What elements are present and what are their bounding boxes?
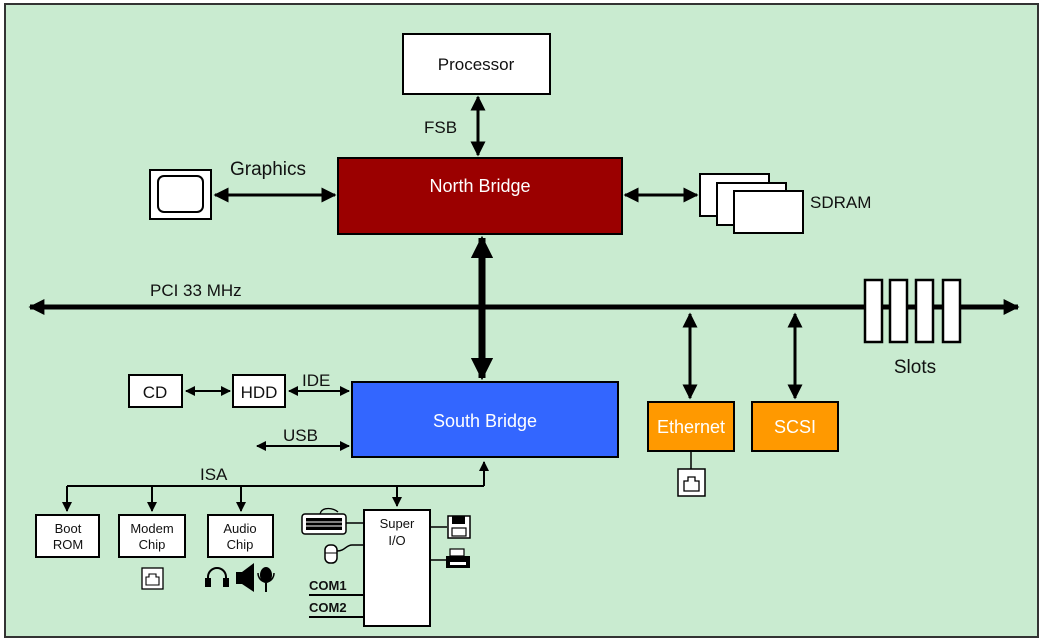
- floppy-disk-icon: [447, 515, 471, 539]
- cd-box: CD: [128, 374, 183, 408]
- usb-label: USB: [283, 426, 318, 445]
- network-jack-icon: [677, 468, 706, 497]
- hdd-label: HDD: [241, 383, 278, 402]
- com2-label: COM2: [309, 600, 347, 615]
- graphics-label: Graphics: [230, 159, 306, 180]
- hdd-box: HDD: [232, 374, 286, 408]
- com1-label: COM1: [309, 578, 347, 593]
- ethernet-label: Ethernet: [657, 417, 725, 437]
- monitor-icon: [149, 169, 212, 220]
- headphones-icon: [205, 567, 229, 587]
- boot-rom-label-line1: Boot: [55, 521, 82, 536]
- scsi-box: SCSI: [751, 401, 839, 452]
- fsb-label: FSB: [424, 118, 457, 137]
- boot-rom-label-line2: ROM: [53, 537, 83, 552]
- super-io-label-line1: Super: [380, 516, 415, 531]
- sdram-label: SDRAM: [810, 193, 871, 212]
- processor-label: Processor: [438, 55, 515, 74]
- super-io-label-line2: I/O: [388, 533, 405, 548]
- pci-label: PCI 33 MHz: [150, 281, 242, 300]
- slots-label: Slots: [894, 357, 936, 378]
- memory-module-icon: [699, 173, 804, 234]
- south-bridge-box: South Bridge: [351, 381, 619, 458]
- cd-label: CD: [143, 383, 168, 402]
- processor-box: Processor: [402, 33, 551, 95]
- south-bridge-label: South Bridge: [433, 411, 537, 431]
- speaker-icon: [236, 563, 254, 592]
- microphone-icon: [257, 567, 275, 592]
- printer-icon: [446, 548, 470, 568]
- modem-chip-box: Modem Chip: [118, 514, 186, 558]
- audio-chip-label-line1: Audio: [223, 521, 256, 536]
- ide-label: IDE: [302, 371, 330, 390]
- scsi-label: SCSI: [774, 417, 816, 437]
- modem-chip-label-line1: Modem: [130, 521, 173, 536]
- super-io-box: Super I/O: [363, 509, 431, 627]
- isa-bus: [62, 461, 489, 512]
- audio-chip-label-line2: Chip: [227, 537, 254, 552]
- north-bridge-label: North Bridge: [429, 176, 530, 196]
- isa-label: ISA: [200, 465, 228, 484]
- mouse-icon: [324, 544, 364, 564]
- pci-slots: [863, 278, 962, 344]
- ethernet-box: Ethernet: [647, 401, 735, 452]
- boot-rom-box: Boot ROM: [35, 514, 100, 558]
- audio-chip-box: Audio Chip: [207, 514, 274, 558]
- north-bridge-box: North Bridge: [337, 157, 623, 235]
- network-jack-icon: [141, 567, 164, 590]
- modem-chip-label-line2: Chip: [139, 537, 166, 552]
- keyboard-icon: [301, 507, 347, 535]
